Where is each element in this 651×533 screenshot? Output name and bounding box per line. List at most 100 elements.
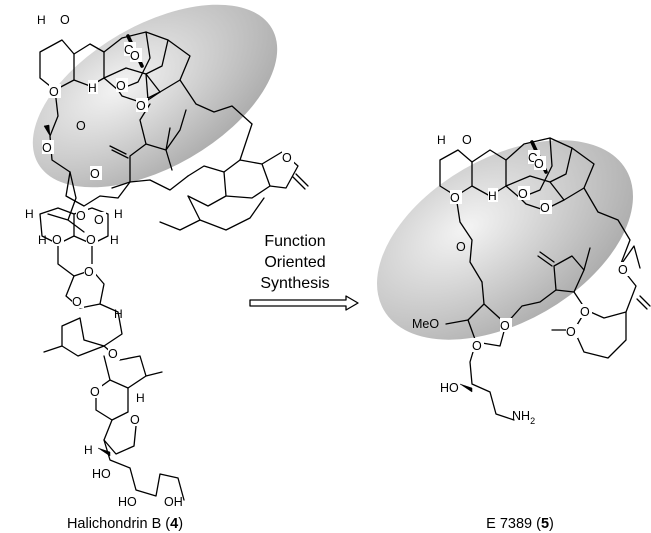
right-nh2-text: NH xyxy=(512,409,530,423)
right-h-top-label: H xyxy=(437,133,446,147)
left-o-cage-label: O xyxy=(116,79,126,93)
left-macro-1 xyxy=(65,171,189,207)
left-wedge-2 xyxy=(97,447,111,457)
halichondrin-caption-close: ) xyxy=(178,516,183,532)
left-macro-9 xyxy=(187,195,265,231)
arrow-label-line2: Oriented xyxy=(264,254,325,271)
e7389-caption: E 7389 (5) xyxy=(486,516,554,532)
right-shaded-ellipse xyxy=(377,140,633,340)
left-o-e1-label: O xyxy=(108,347,118,361)
right-sidechain-right xyxy=(583,187,631,267)
transformation-arrow: Function Oriented Synthesis xyxy=(249,233,359,311)
left-macro-10 xyxy=(159,219,201,231)
right-tail xyxy=(469,341,515,421)
left-o-e2-label: O xyxy=(90,385,100,399)
arrow-label-line1: Function xyxy=(264,233,325,250)
left-o-bridge-label: O xyxy=(124,43,134,57)
right-o-thf-label: O xyxy=(618,263,628,277)
halichondrin-caption: Halichondrin B (4) xyxy=(67,516,183,532)
left-o-f1-label: O xyxy=(130,413,140,427)
right-ring-b xyxy=(471,149,507,197)
left-o-c1-label: O xyxy=(52,233,62,247)
left-h-top-label: H xyxy=(37,13,46,27)
left-spine-ring-4 xyxy=(65,269,105,309)
left-o-ring1-label: O xyxy=(49,85,59,99)
left-exo-ch2 xyxy=(292,173,309,190)
right-methyl-1 xyxy=(583,247,591,271)
right-ring-c xyxy=(505,137,573,187)
right-side-chain xyxy=(455,195,483,283)
right-o-cage-label: O xyxy=(518,187,528,201)
left-h-g-label: H xyxy=(84,443,93,457)
halichondrin-b-structure: H O O O O O H O O O O O H O O H H O O H … xyxy=(25,4,309,532)
right-o-ring4-label: O xyxy=(500,319,510,333)
left-o-bridge2-label: O xyxy=(130,49,140,63)
right-macro-3 xyxy=(553,255,585,293)
left-o-c2-label: O xyxy=(86,233,96,247)
right-nh2-subscript: 2 xyxy=(530,416,535,426)
right-o-thf2-label: O xyxy=(472,339,482,353)
left-spine-1 xyxy=(47,171,85,233)
left-ho-1-label: HO xyxy=(92,467,111,481)
right-exo-ch2-2 xyxy=(636,295,651,310)
e7389-caption-number: 5 xyxy=(541,516,549,532)
right-h-mid-label: H xyxy=(488,189,497,203)
left-h-f-label: H xyxy=(136,391,145,405)
right-o-ketone-label: O xyxy=(456,240,466,254)
left-macro-6 xyxy=(223,159,271,199)
halichondrin-caption-name: Halichondrin B ( xyxy=(67,516,170,532)
left-o-ring2-label: O xyxy=(136,99,146,113)
left-methyl-2 xyxy=(111,181,131,189)
e7389-structure: H O O O O O H O O O O O O MeO O HO NH2 E… xyxy=(377,132,651,532)
right-nh2-label: NH2 xyxy=(512,409,535,426)
left-o-d1-label: O xyxy=(84,265,94,279)
right-o-bridge-label: O xyxy=(528,151,538,165)
open-arrow-shape xyxy=(249,295,359,311)
left-macro-7 xyxy=(239,123,253,161)
left-wedge-1 xyxy=(43,124,51,137)
right-o-ring5-label: O xyxy=(580,305,590,319)
right-wedge-1 xyxy=(459,383,473,393)
arrow-label-line3: Synthesis xyxy=(260,275,329,292)
left-exo-ch2-2 xyxy=(109,145,129,159)
left-macro-8 xyxy=(261,151,299,189)
left-o-carbonyl-label: O xyxy=(76,119,86,133)
halichondrin-caption-number: 4 xyxy=(170,516,178,532)
right-o-ring1-label: O xyxy=(450,191,460,205)
left-h-d-label: H xyxy=(110,233,119,247)
left-methyl-1 xyxy=(165,127,171,151)
left-ring-c xyxy=(103,31,169,79)
left-o-ring4-label: O xyxy=(282,151,292,165)
left-o-b2-label: O xyxy=(94,213,104,227)
left-ring-b xyxy=(73,43,105,87)
right-ho-label: HO xyxy=(440,381,459,395)
left-spine-ring-5 xyxy=(79,303,123,347)
left-o-b1-label: O xyxy=(76,209,86,223)
right-meo-label: MeO xyxy=(412,317,439,331)
left-o-d2-label: O xyxy=(72,295,82,309)
left-h-c-label: H xyxy=(38,233,47,247)
right-ring-d xyxy=(505,137,553,199)
right-macro-5 xyxy=(619,245,641,269)
right-ring-f xyxy=(519,197,565,211)
left-h-e-label: H xyxy=(114,307,123,321)
left-tail xyxy=(103,439,185,501)
left-ring-f xyxy=(117,89,161,103)
right-o-ring3-label: O xyxy=(566,325,576,339)
left-methyl-3 xyxy=(43,345,63,353)
left-ho-2-label: HO xyxy=(118,495,137,509)
right-exo-ch2 xyxy=(537,251,555,267)
left-o-top-ring-label: O xyxy=(60,13,70,27)
e7389-caption-name: E 7389 ( xyxy=(486,516,541,532)
left-h-b-label: H xyxy=(114,207,123,221)
left-ring-a xyxy=(39,39,75,91)
left-spine-ring-9 xyxy=(103,419,137,455)
left-o-ring3-label: O xyxy=(90,167,100,181)
left-ring-d xyxy=(103,31,151,91)
right-o-ring2-label: O xyxy=(540,201,550,215)
left-h-mid-label: H xyxy=(88,81,97,95)
left-macro-5 xyxy=(187,165,227,207)
left-o-ester-label: O xyxy=(42,141,52,155)
